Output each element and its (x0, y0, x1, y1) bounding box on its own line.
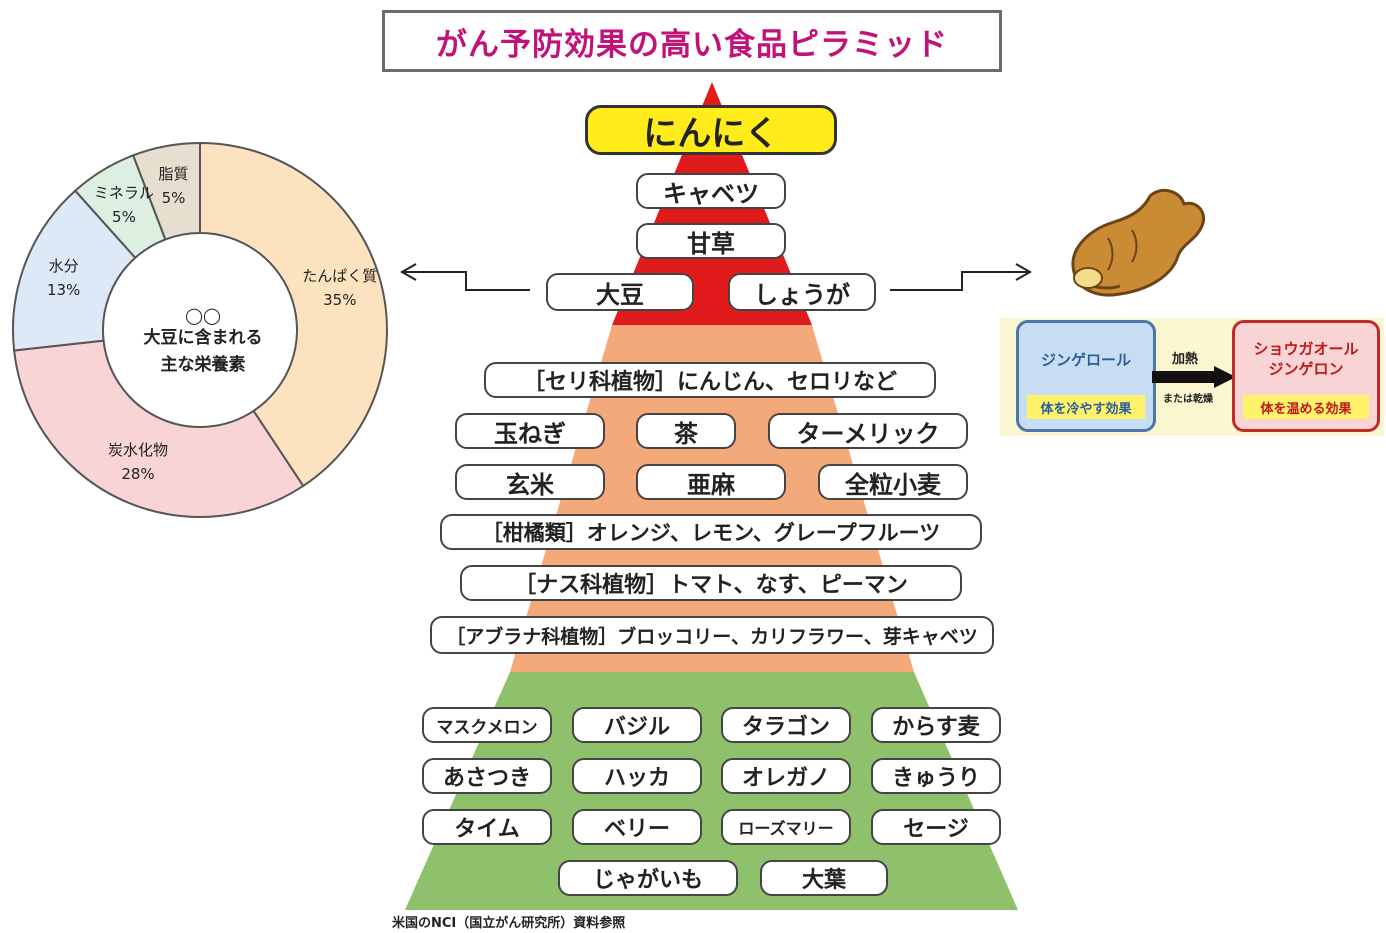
warming-effect-label: 体を温める効果 (1243, 395, 1369, 419)
donut-percent: 5% (161, 189, 186, 208)
donut-category: 脂質 (158, 165, 189, 184)
gingerol-title: ジンゲロール (1040, 351, 1131, 369)
donut-percent: 13% (46, 280, 81, 299)
pyramid-item-tier1-0: にんにく (585, 105, 837, 155)
donut-slice-1 (13, 339, 305, 518)
pyramid-item-tier3-1: バジル (572, 707, 702, 743)
zingerone-title: ジンゲロン (1268, 360, 1344, 378)
pyramid-item-tier3-4: あさつき (422, 758, 552, 794)
pyramid-item-tier3-5: ハッカ (572, 758, 702, 794)
pyramid-item-tier1-4: しょうが (728, 273, 876, 311)
pyramid-item-tier2-0: ［セリ科植物］にんじん、セロリなど (484, 362, 936, 398)
donut-category: 水分 (48, 256, 79, 275)
right-arrow-icon (1152, 366, 1236, 388)
pyramid-item-tier3-11: セージ (871, 809, 1001, 845)
center-line1: 大豆に含まれる (143, 328, 263, 348)
pyramid-item-tier3-13: 大葉 (760, 860, 888, 896)
pyramid-item-tier1-1: キャベツ (636, 173, 786, 209)
donut-label-2: 水分 13% (47, 254, 80, 302)
pyramid-item-tier2-8: ［ナス科植物］トマト、なす、ピーマン (460, 565, 962, 601)
arrow-head-left (399, 263, 417, 281)
pyramid-item-tier3-8: タイム (422, 809, 552, 845)
pyramid-item-tier3-7: きゅうり (871, 758, 1001, 794)
donut-label-3: ミネラル 5% (94, 181, 154, 229)
donut-label-1: 炭水化物 28% (108, 438, 168, 486)
pyramid-item-tier3-12: じゃがいも (558, 860, 738, 896)
ginger-info-panel: ジンゲロール 体を冷やす効果 加熱 または乾燥 ショウガオール ジンゲロン 体を… (1000, 318, 1384, 436)
donut-category: 炭水化物 (108, 441, 169, 460)
pyramid-item-tier2-3: ターメリック (768, 413, 968, 449)
pyramid-item-tier3-9: ベリー (572, 809, 702, 845)
center-line2: 主な栄養素 (160, 355, 246, 375)
pyramid-item-tier2-4: 玄米 (455, 464, 605, 500)
pyramid-item-tier2-7: ［柑橘類］オレンジ、レモン、グレープフルーツ (440, 514, 982, 550)
donut-center-label: ◯◯ 大豆に含まれる 主な栄養素 (128, 307, 278, 379)
ginger-image (1071, 188, 1205, 297)
pyramid-item-tier3-2: タラゴン (721, 707, 851, 743)
pyramid-item-tier2-2: 茶 (636, 413, 736, 449)
arrow-to-ginger (890, 271, 1030, 291)
soy-nutrient-donut (12, 141, 388, 518)
pyramid-item-tier2-6: 全粒小麦 (818, 464, 968, 500)
donut-percent: 28% (121, 465, 155, 484)
cooling-effect-label: 体を冷やす効果 (1027, 395, 1145, 419)
donut-label-0: たんぱく質 35% (302, 264, 377, 312)
pyramid-item-tier2-5: 亜麻 (636, 464, 786, 500)
pyramid-tier3 (405, 672, 1018, 910)
pyramid-item-tier3-10: ローズマリー (721, 809, 851, 845)
donut-slice-0 (199, 141, 388, 488)
donut-slice-4 (131, 141, 201, 241)
gingerol-box: ジンゲロール 体を冷やす効果 (1016, 320, 1156, 432)
source-note: 米国のNCI（国立がん研究所）資料参照 (392, 916, 626, 931)
shogaol-box: ショウガオール ジンゲロン 体を温める効果 (1232, 320, 1380, 432)
pyramid-item-tier1-2: 甘草 (636, 223, 786, 259)
pyramid-item-tier3-6: オレガノ (721, 758, 851, 794)
arrow-head-right (1015, 263, 1033, 281)
donut-category: たんぱく質 (302, 266, 378, 285)
donut-label-4: 脂質 5% (158, 162, 188, 210)
donut-category: ミネラル (93, 184, 154, 203)
arrow-to-soy-chart (402, 271, 530, 291)
pyramid-item-tier2-9: ［アブラナ科植物］ブロッコリー、カリフラワー、芽キャベツ (430, 616, 994, 654)
donut-percent: 35% (323, 290, 357, 309)
soy-bean-icon: ◯◯ (185, 306, 221, 325)
pyramid-item-tier2-1: 玉ねぎ (455, 413, 605, 449)
donut-percent: 5% (112, 208, 136, 227)
pyramid-item-tier1-3: 大豆 (546, 273, 694, 311)
arrow-label-heat: 加熱 (1172, 352, 1199, 367)
shogaol-title: ショウガオール (1253, 340, 1359, 358)
pyramid-item-tier3-3: からす麦 (871, 707, 1001, 743)
page-title: がん予防効果の高い食品ピラミッド (382, 10, 1002, 72)
pyramid-item-tier3-0: マスクメロン (422, 707, 552, 743)
arrow-label-dry: または乾燥 (1163, 394, 1213, 405)
